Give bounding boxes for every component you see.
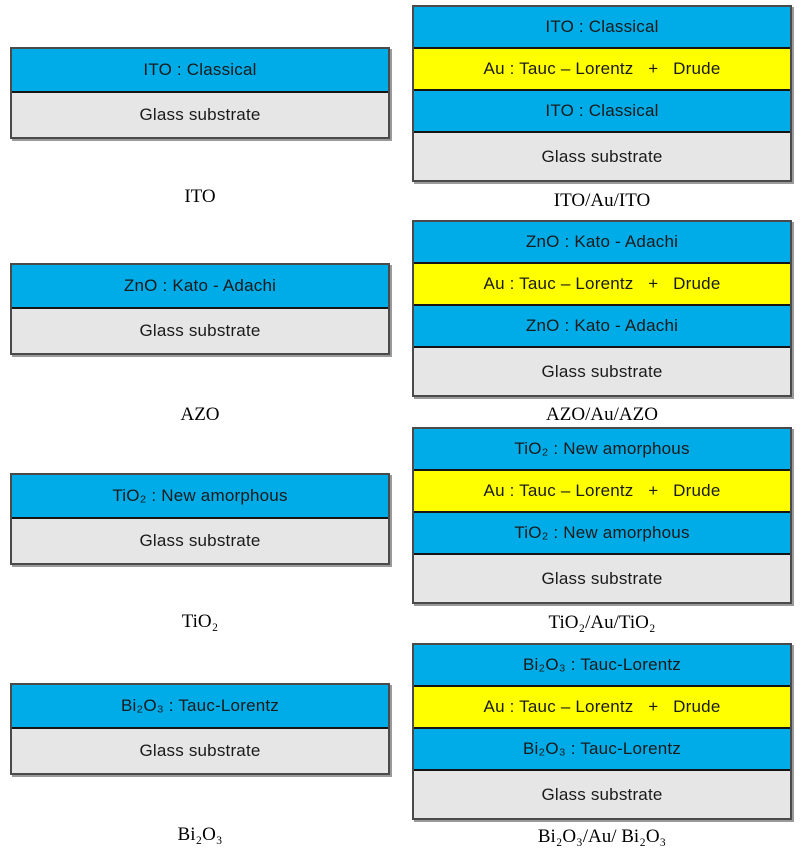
layer-stack-ito: ITO : Classical Glass substrate [10, 47, 390, 139]
layer-label: Glass substrate [541, 361, 663, 381]
layer-bi2o3-film-top: Bi₂O₃ : Tauc-Lorentz [414, 645, 790, 685]
layer-label: Au : Tauc – Lorentz + Drude [483, 274, 721, 293]
layer-zno-film-top: ZnO : Kato - Adachi [414, 222, 790, 262]
layer-label: ITO : Classical [545, 101, 659, 120]
layer-glass-substrate: Glass substrate [414, 346, 790, 395]
layer-label: Bi₂O₃ : Tauc-Lorentz [523, 655, 681, 674]
layer-stack-tio2-au-tio2: TiO₂ : New amorphous Au : Tauc – Lorentz… [412, 427, 792, 604]
layer-label: ZnO : Kato - Adachi [525, 316, 679, 335]
layer-ito-film-top: ITO : Classical [414, 7, 790, 47]
layer-glass-substrate: Glass substrate [12, 307, 388, 353]
layer-label: Au : Tauc – Lorentz + Drude [483, 697, 721, 716]
layer-glass-substrate: Glass substrate [12, 517, 388, 563]
layer-label: Bi₂O₃ : Tauc-Lorentz [121, 696, 279, 715]
layer-glass-substrate: Glass substrate [12, 727, 388, 773]
layer-glass-substrate: Glass substrate [414, 553, 790, 602]
layer-bi2o3-film-bottom: Bi₂O₃ : Tauc-Lorentz [414, 727, 790, 769]
layer-glass-substrate: Glass substrate [414, 131, 790, 180]
caption-tio2-au-tio2: TiO₂/Au/TiO₂ [548, 612, 656, 633]
layer-label: ITO : Classical [143, 60, 257, 79]
layer-ito-film-bottom: ITO : Classical [414, 89, 790, 131]
layer-glass-substrate: Glass substrate [414, 769, 790, 818]
layer-tio2-film-top: TiO₂ : New amorphous [414, 429, 790, 469]
layer-label: TiO₂ : New amorphous [112, 486, 288, 505]
layer-label: Bi₂O₃ : Tauc-Lorentz [523, 739, 681, 758]
layer-au-film: Au : Tauc – Lorentz + Drude [414, 47, 790, 89]
layer-label: ZnO : Kato - Adachi [123, 276, 277, 295]
layer-label: Glass substrate [541, 146, 663, 166]
layer-au-film: Au : Tauc – Lorentz + Drude [414, 262, 790, 304]
layer-glass-substrate: Glass substrate [12, 91, 388, 137]
layer-zno-film: ZnO : Kato - Adachi [12, 265, 388, 307]
caption-azo: AZO [180, 404, 220, 425]
layer-label: Au : Tauc – Lorentz + Drude [483, 481, 721, 500]
layer-label: ZnO : Kato - Adachi [525, 232, 679, 251]
layer-stack-tio2: TiO₂ : New amorphous Glass substrate [10, 473, 390, 565]
layer-label: Glass substrate [541, 784, 663, 804]
layer-ito-film: ITO : Classical [12, 49, 388, 91]
layer-label: Glass substrate [139, 321, 261, 340]
layer-label: TiO₂ : New amorphous [514, 523, 690, 542]
layer-bi2o3-film: Bi₂O₃ : Tauc-Lorentz [12, 685, 388, 727]
layer-label: Glass substrate [139, 741, 261, 760]
layer-tio2-film: TiO₂ : New amorphous [12, 475, 388, 517]
caption-bi2o3: Bi₂O₃ [177, 824, 223, 845]
caption-ito-au-ito: ITO/Au/ITO [553, 190, 651, 211]
layer-stack-ito-au-ito: ITO : Classical Au : Tauc – Lorentz + Dr… [412, 5, 792, 182]
layer-stack-bi2o3-au-bi2o3: Bi₂O₃ : Tauc-Lorentz Au : Tauc – Lorentz… [412, 643, 792, 820]
layer-tio2-film-bottom: TiO₂ : New amorphous [414, 511, 790, 553]
layer-au-film: Au : Tauc – Lorentz + Drude [414, 685, 790, 727]
caption-azo-au-azo: AZO/Au/AZO [546, 404, 658, 425]
caption-ito: ITO [184, 186, 216, 207]
layer-label: Glass substrate [541, 568, 663, 588]
layer-label: TiO₂ : New amorphous [514, 439, 690, 458]
layer-label: Glass substrate [139, 531, 261, 550]
layer-zno-film-bottom: ZnO : Kato - Adachi [414, 304, 790, 346]
layer-au-film: Au : Tauc – Lorentz + Drude [414, 469, 790, 511]
layer-stack-bi2o3: Bi₂O₃ : Tauc-Lorentz Glass substrate [10, 683, 390, 775]
caption-bi2o3-au-bi2o3: Bi₂O₃/Au/ Bi₂O₃ [537, 826, 667, 847]
caption-tio2: TiO₂ [181, 611, 219, 632]
layer-label: ITO : Classical [545, 17, 659, 36]
layer-stack-azo-au-azo: ZnO : Kato - Adachi Au : Tauc – Lorentz … [412, 220, 792, 397]
layer-stack-azo: ZnO : Kato - Adachi Glass substrate [10, 263, 390, 355]
layer-label: Au : Tauc – Lorentz + Drude [483, 59, 721, 78]
layer-label: Glass substrate [139, 105, 261, 124]
